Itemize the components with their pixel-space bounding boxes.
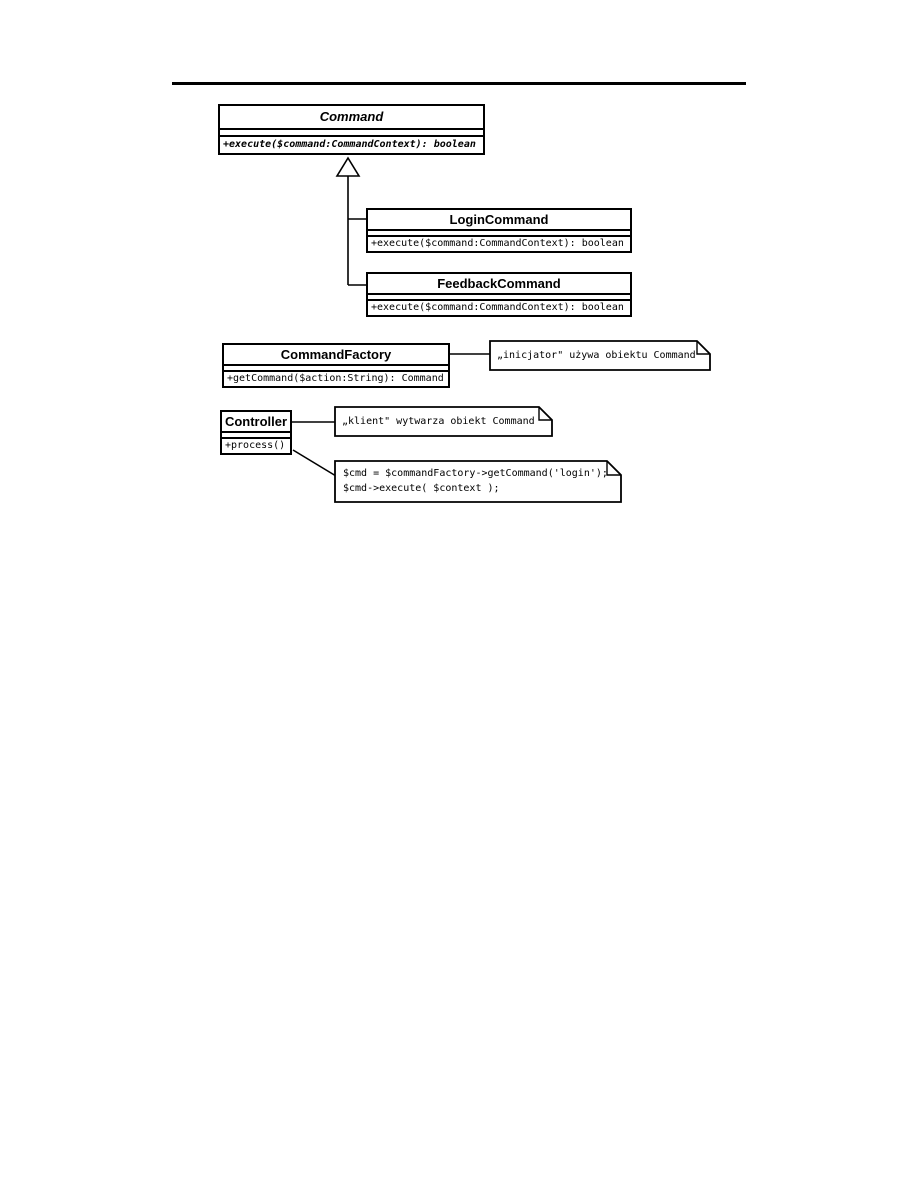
note-code-fold-icon bbox=[606, 461, 621, 476]
inheritance-triangle-icon bbox=[335, 156, 361, 177]
class-attributes-compartment bbox=[368, 295, 630, 301]
class-box-controller: Controller +process() bbox=[220, 410, 292, 455]
class-title: FeedbackCommand bbox=[368, 274, 630, 295]
note-code-line-1: $cmd = $commandFactory->getCommand('logi… bbox=[343, 468, 608, 479]
class-box-feedback-command: FeedbackCommand +execute($command:Comman… bbox=[366, 272, 632, 317]
note-code-shape bbox=[334, 460, 622, 503]
note-code-line-2: $cmd->execute( $context ); bbox=[343, 482, 500, 494]
class-method: +getCommand($action:String): Command bbox=[227, 373, 444, 384]
class-method: +execute($command:CommandContext): boole… bbox=[371, 302, 624, 313]
note-client-shape bbox=[334, 406, 553, 437]
page-header-rule bbox=[172, 82, 746, 85]
class-box-login-command: LoginCommand +execute($command:CommandCo… bbox=[366, 208, 632, 253]
note-client-label: „klient" wytwarza obiekt Command bbox=[342, 416, 535, 427]
class-method: +execute($command:CommandContext): boole… bbox=[371, 238, 624, 249]
class-method: +process() bbox=[225, 440, 286, 451]
controller-code-note-connector-line bbox=[292, 449, 337, 477]
note-code-snippet: $cmd = $commandFactory->getCommand('logi… bbox=[343, 467, 608, 496]
class-box-command-factory: CommandFactory +getCommand($action:Strin… bbox=[222, 343, 450, 388]
note-initiator-fold-icon bbox=[696, 341, 710, 355]
class-attributes-compartment bbox=[368, 231, 630, 237]
class-attributes-compartment bbox=[220, 130, 483, 137]
class-method: +execute($command:CommandContext): boole… bbox=[223, 139, 476, 150]
class-title: CommandFactory bbox=[224, 345, 448, 366]
class-title: Command bbox=[220, 106, 483, 130]
class-box-command: Command +execute($command:CommandContext… bbox=[218, 104, 485, 155]
class-attributes-compartment bbox=[222, 433, 290, 439]
class-title: Controller bbox=[222, 412, 290, 433]
note-initiator-shape bbox=[489, 340, 711, 371]
class-title: LoginCommand bbox=[368, 210, 630, 231]
note-client-fold-icon bbox=[538, 407, 552, 421]
class-attributes-compartment bbox=[224, 366, 448, 372]
note-initiator-label: „inicjator" używa obiektu Command bbox=[497, 350, 696, 361]
